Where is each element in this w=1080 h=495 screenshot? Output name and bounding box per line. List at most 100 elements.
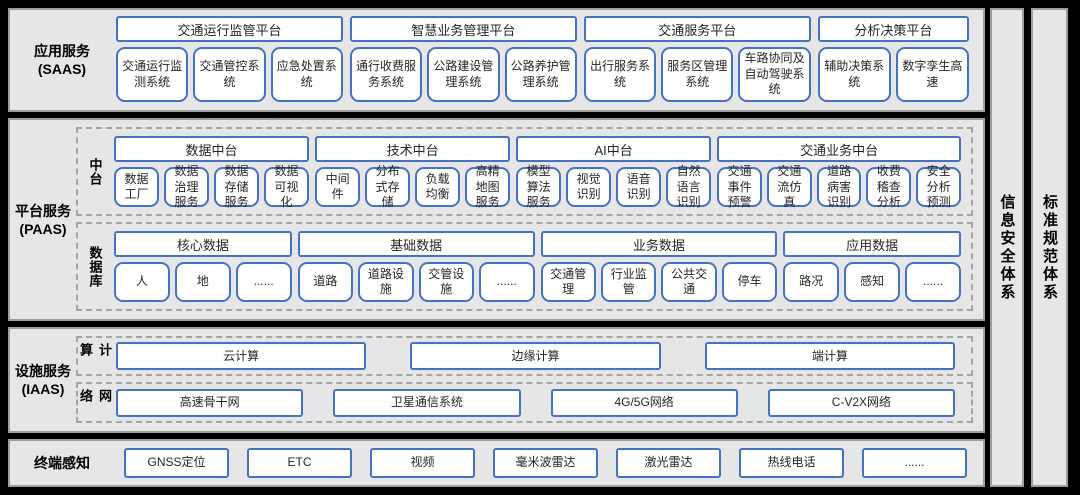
platform-group: 业务数据交通管理行业监管公共交通停车 [540,231,778,303]
system-box: 语音识别 [616,167,662,208]
section-label-text: 中台 [87,157,103,186]
item-box: 边缘计算 [410,342,661,371]
system-row: 交通事件预警交通流仿真道路病害识别收费稽查分析安全分析预测 [717,164,962,209]
layer-label-iaas: 设施服务 (IAAS) [10,329,76,430]
system-box: 模型算法服务 [516,164,562,209]
system-box: 道路设施 [358,262,414,303]
item-box: 云计算 [116,342,367,371]
system-box: 公路建设管理系统 [427,47,500,103]
system-box: 公路养护管理系统 [504,47,577,103]
system-box: 出行服务系统 [583,47,657,103]
platform-group: 交通运行监管平台交通运行监测系统交通管控系统应急处置系统 [116,16,343,103]
database-groups: 核心数据人地......基础数据道路道路设施交管设施......业务数据交通管理… [112,229,965,304]
security-system-label: 信息安全体系 [998,193,1016,302]
system-box: 中间件 [315,167,361,208]
item-box: 端计算 [704,342,955,371]
system-row: 路况感知...... [783,262,961,303]
system-box: 交通管控系统 [193,47,266,103]
platform-box: 交通业务中台 [717,136,962,163]
section-database: 数据库 核心数据人地......基础数据道路道路设施交管设施......业务数据… [76,222,973,312]
system-box: 数据可视化 [264,164,310,209]
platform-group: 数据中台数据工厂数据治理服务数据存储服务数据可视化 [114,136,310,209]
section-label: 中台 [82,134,108,209]
platform-box: 核心数据 [114,231,292,258]
system-box: 收费稽查分析 [866,164,912,209]
system-row: 交通运行监测系统交通管控系统应急处置系统 [116,47,343,103]
platform-box: 应用数据 [783,231,961,258]
system-box: 道路 [297,262,354,303]
layers-column: 应用服务 (SAAS) 交通运行监管平台交通运行监测系统交通管控系统应急处置系统… [8,8,985,487]
compute-boxes: 云计算 边缘计算 端计算 [112,342,965,371]
system-box: 安全分析预测 [916,164,962,209]
system-box: 数据存储服务 [214,164,260,209]
system-row: 交通管理行业监管公共交通停车 [540,262,778,303]
system-box: 公共交通 [661,262,717,303]
system-box: 地 [174,262,231,303]
platform-group: 交通业务中台交通事件预警交通流仿真道路病害识别收费稽查分析安全分析预测 [717,136,962,209]
system-box: 停车 [721,262,778,303]
paas-sections: 中台 数据中台数据工厂数据治理服务数据存储服务数据可视化技术中台中间件分布式存储… [76,120,983,319]
system-box: 数据治理服务 [164,164,210,209]
system-box: 负载均衡 [415,167,461,208]
system-box: 交管设施 [418,262,475,303]
platform-box: 业务数据 [540,231,778,258]
system-box: ...... [479,262,535,303]
system-box: 辅助决策系统 [817,47,891,103]
system-row: 人地...... [114,262,292,303]
system-box: 数据工厂 [114,167,160,208]
platform-box: 数据中台 [114,136,310,163]
section-compute: 计算 云计算 边缘计算 端计算 [76,336,973,377]
platform-group: 分析决策平台辅助决策系统数字孪生高速 [817,16,969,103]
system-box: 交通管理 [540,262,596,303]
system-box: 视觉识别 [566,167,612,208]
platform-group: 交通服务平台出行服务系统服务区管理系统车路协同及自动驾驶系统 [583,16,811,103]
system-box: 道路病害识别 [816,164,862,209]
system-box: 人 [114,262,170,303]
item-box: C-V2X网络 [767,388,955,417]
section-label: 计算 [78,343,112,369]
system-box: 分布式存储 [365,164,411,209]
system-box: 交通运行监测系统 [116,47,189,103]
system-box: ...... [905,262,961,303]
layer-iaas: 设施服务 (IAAS) 计算 云计算 边缘计算 端计算 网络 高速骨干网卫星通信系统… [8,327,985,433]
layer-label-line1: 平台服务 [15,202,71,219]
system-box: ...... [235,262,292,303]
platform-group: 核心数据人地...... [114,231,292,303]
layer-saas: 应用服务 (SAAS) 交通运行监管平台交通运行监测系统交通管控系统应急处置系统… [8,8,985,113]
section-label-text: 网络 [78,389,112,404]
system-row: 出行服务系统服务区管理系统车路协同及自动驾驶系统 [583,47,811,103]
platform-group: 智慧业务管理平台通行收费服务系统公路建设管理系统公路养护管理系统 [349,16,577,103]
layer-label-paas: 平台服务 (PAAS) [10,120,76,319]
item-box: ...... [862,447,967,478]
platform-box: 基础数据 [297,231,535,258]
system-box: 自然语言识别 [666,164,712,209]
item-box: 激光雷达 [616,447,721,478]
layer-label-line2: (PAAS) [19,220,67,237]
security-system-bar: 信息安全体系 [990,8,1024,487]
platform-box: AI中台 [516,136,712,163]
section-label-text: 计算 [78,343,112,358]
section-label: 网络 [78,389,112,415]
item-box: 卫星通信系统 [333,388,521,417]
layer-paas: 平台服务 (PAAS) 中台 数据中台数据工厂数据治理服务数据存储服务数据可视化… [8,118,985,322]
layer-label-terminal: 终端感知 [10,441,114,485]
layer-label-line1: 设施服务 [15,362,71,379]
layer-label-saas: 应用服务 (SAAS) [10,10,114,110]
item-box: 高速骨干网 [116,388,304,417]
system-row: 模型算法服务视觉识别语音识别自然语言识别 [516,164,712,209]
middle-platform-groups: 数据中台数据工厂数据治理服务数据存储服务数据可视化技术中台中间件分布式存储负载均… [112,134,965,209]
platform-box: 交通运行监管平台 [116,16,343,42]
section-middle-platform: 中台 数据中台数据工厂数据治理服务数据存储服务数据可视化技术中台中间件分布式存储… [76,127,973,217]
system-box: 车路协同及自动驾驶系统 [738,47,811,103]
system-box: 服务区管理系统 [661,47,734,103]
platform-box: 智慧业务管理平台 [349,16,577,42]
layer-label-line2: (IAAS) [21,380,65,397]
system-box: 路况 [783,262,840,303]
system-box: 数字孪生高速 [895,47,969,103]
layer-label-line1: 应用服务 [34,43,90,59]
item-box: ETC [247,447,352,478]
system-row: 中间件分布式存储负载均衡高精地图服务 [315,164,511,209]
